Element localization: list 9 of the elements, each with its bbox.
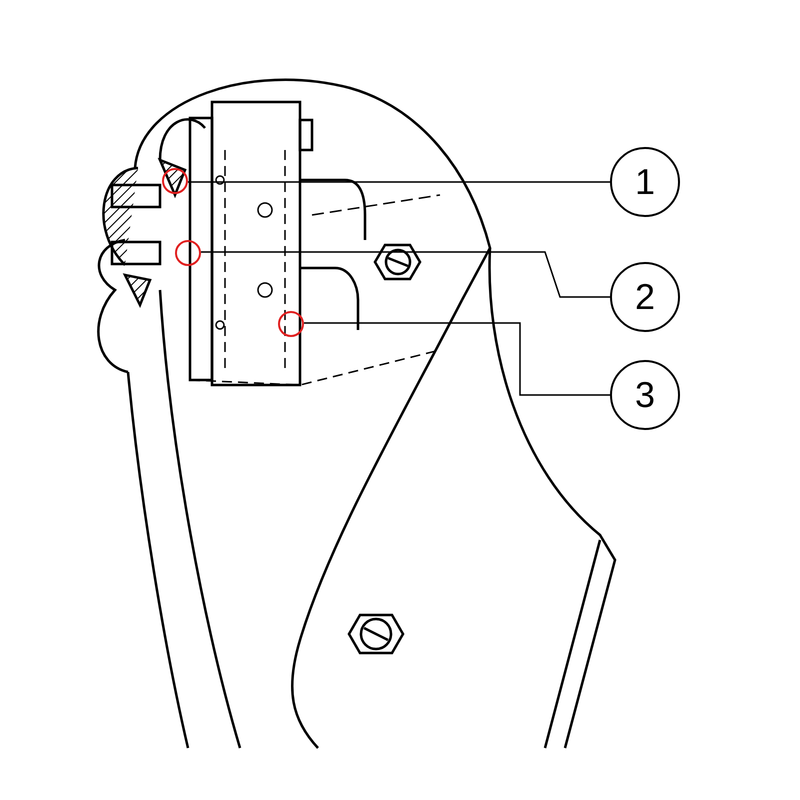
leader-line xyxy=(200,251,610,298)
callout-number: 1 xyxy=(610,147,680,217)
callout-number: 3 xyxy=(610,360,680,430)
marked-spot xyxy=(278,311,304,337)
marked-spot xyxy=(175,240,201,266)
leader-line xyxy=(188,181,610,183)
callout-number: 2 xyxy=(610,262,680,332)
leader-line xyxy=(304,322,610,396)
marked-spot xyxy=(162,168,188,194)
